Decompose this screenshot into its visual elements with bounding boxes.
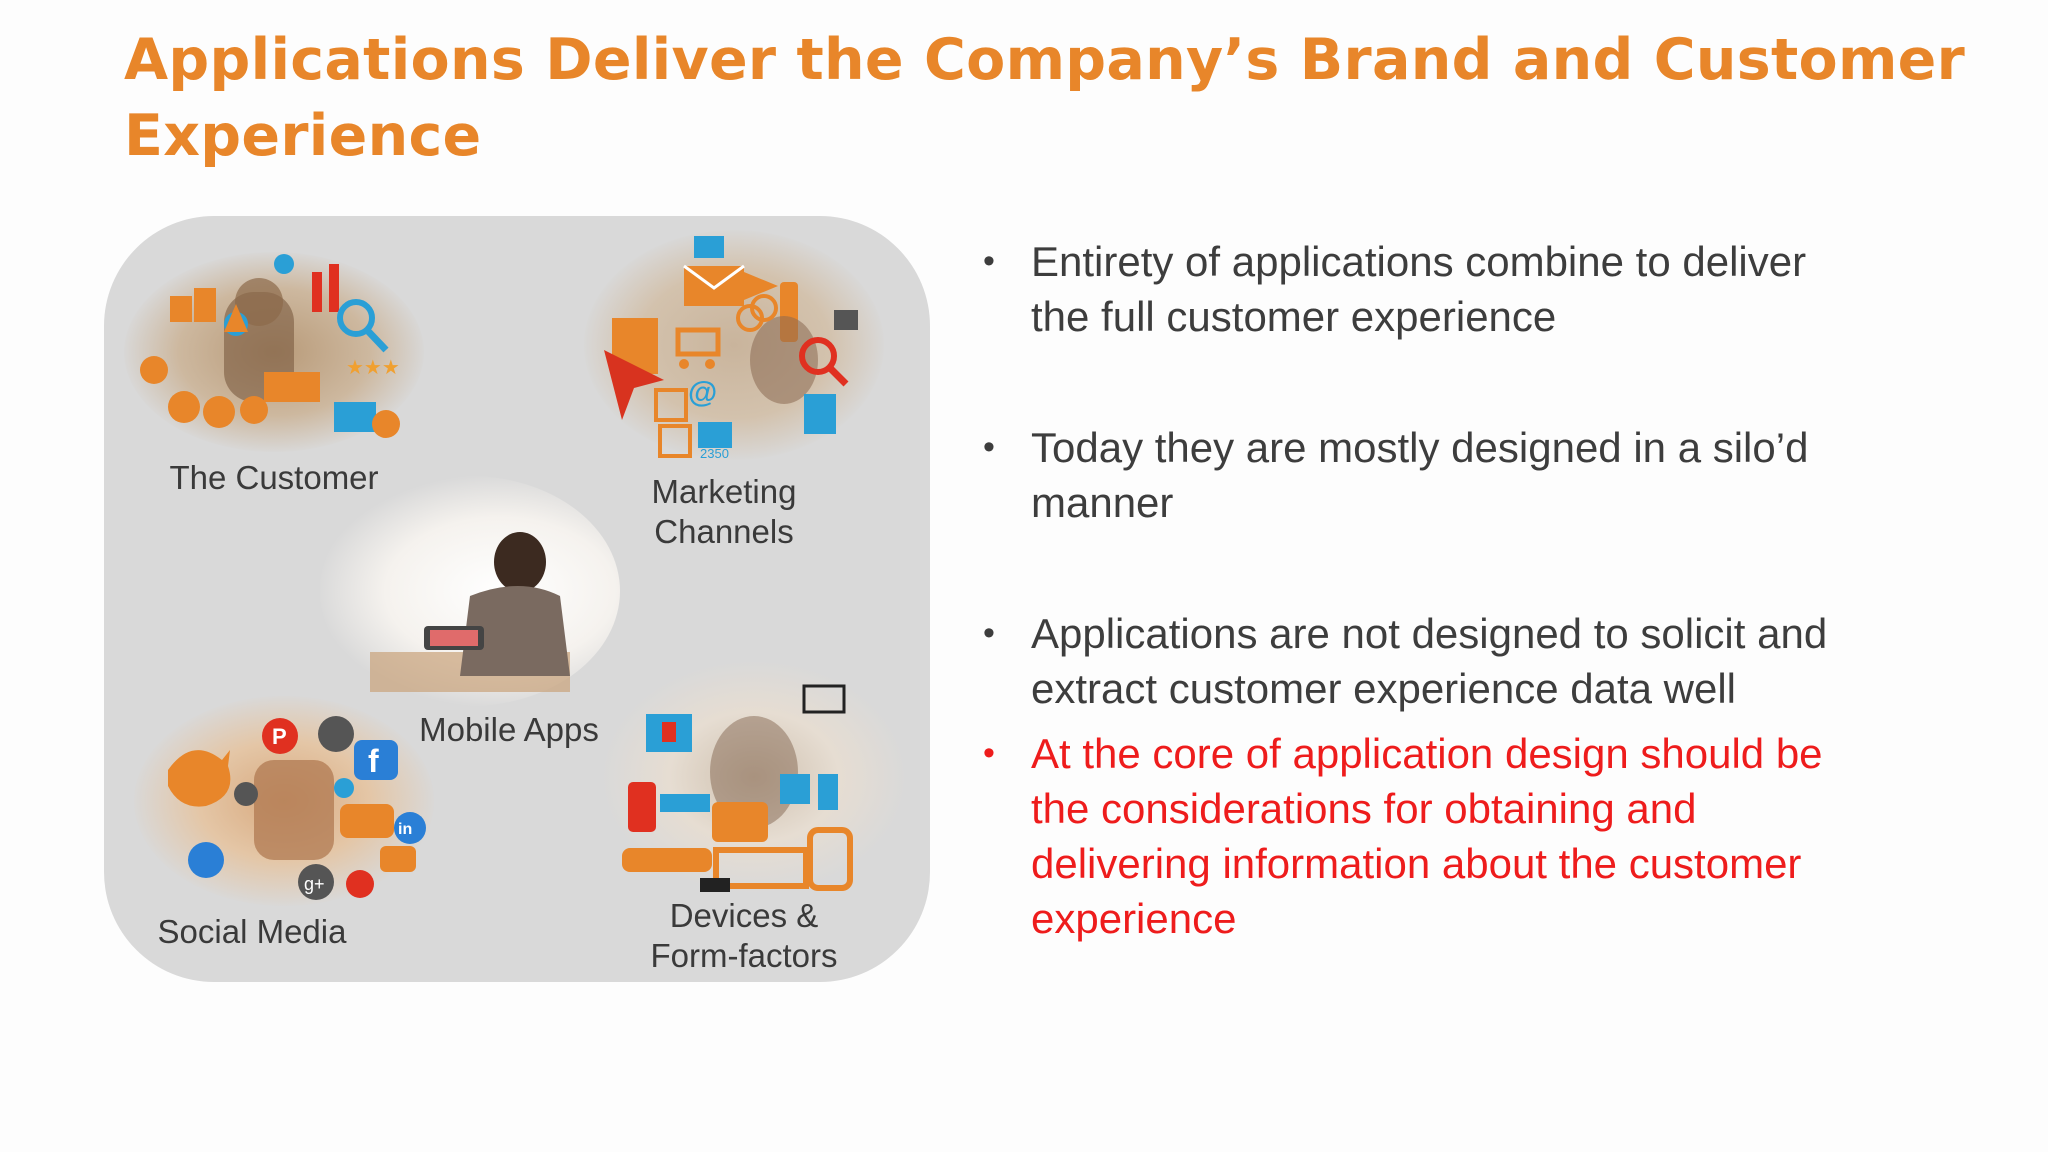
social-media-label: Social Media	[157, 913, 347, 950]
svg-text:★★★: ★★★	[346, 357, 400, 379]
ecosystem-panel: ★★★ The Customer @	[104, 216, 930, 982]
bullet-dot: •	[983, 614, 995, 652]
bullet-dot: •	[983, 242, 995, 280]
mobile-user-photo	[320, 476, 620, 706]
customer-label: The Customer	[169, 459, 379, 496]
bullet-dot: •	[983, 428, 995, 466]
bullet-text: Today they are mostly designed in a silo…	[1031, 424, 1809, 526]
social-media-collage-image: P f in g+	[134, 696, 434, 906]
bullet-text: Entirety of applications combine to deli…	[1031, 238, 1807, 340]
bullet-text: Applications are not designed to solicit…	[1031, 610, 1828, 712]
bullet-text: At the core of application design should…	[1031, 730, 1823, 942]
svg-text:g+: g+	[304, 874, 325, 894]
svg-text:P: P	[272, 724, 287, 749]
title-line-1: Applications Deliver the Company’s Brand…	[124, 27, 1966, 93]
svg-text:@: @	[688, 376, 717, 409]
devices-label: Devices & Form-factors	[650, 897, 838, 974]
marketing-code-text: 2350	[700, 446, 729, 460]
marketing-collage-image: @ 2350	[584, 230, 884, 460]
bullet-dot: •	[983, 734, 995, 772]
title-line-2: Experience	[124, 103, 482, 169]
svg-text:in: in	[398, 821, 412, 838]
svg-text:f: f	[368, 743, 379, 779]
mobile-apps-label: Mobile Apps	[419, 711, 599, 748]
slide-title: Applications Deliver the Company’s Brand…	[124, 22, 1966, 174]
customer-collage-image: ★★★	[124, 252, 424, 452]
devices-collage-image	[604, 662, 904, 892]
marketing-label: Marketing Channels	[651, 473, 797, 550]
